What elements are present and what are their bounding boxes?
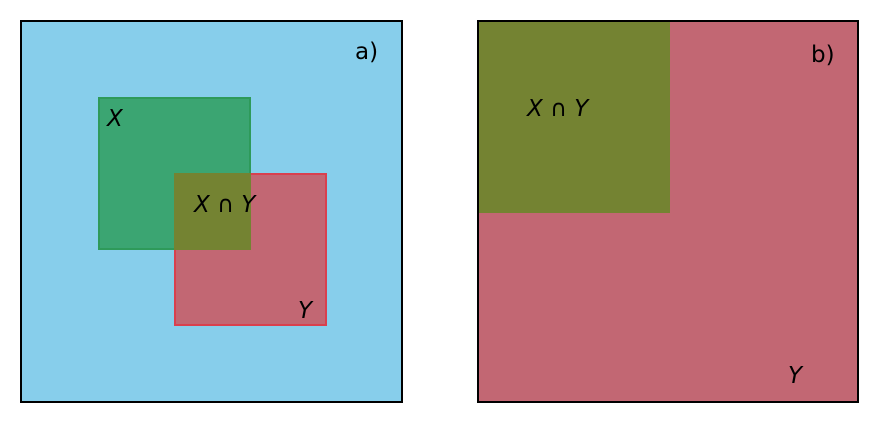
panel-a-label: a) (355, 39, 379, 65)
intersection-region (174, 173, 251, 250)
panel-b: b) X ∩ Y Y (477, 20, 859, 403)
set-x-label: X (107, 106, 123, 132)
intersection-region (479, 22, 670, 213)
set-y-label: Y (788, 363, 803, 389)
intersection-label: X ∩ Y (194, 192, 256, 218)
intersection-label: X ∩ Y (527, 96, 589, 122)
panel-b-label: b) (811, 42, 835, 68)
set-y-label: Y (298, 298, 313, 324)
panel-a: a) X X ∩ Y Y (20, 20, 403, 403)
